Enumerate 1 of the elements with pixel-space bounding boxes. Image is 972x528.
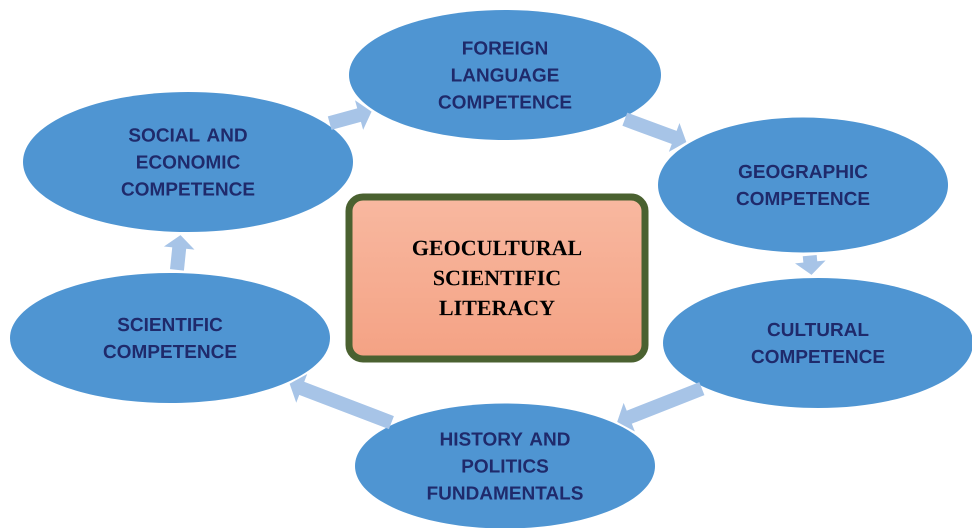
literacy-box: GEOCULTURAL SCIENTIFIC LITERACY xyxy=(346,194,648,362)
